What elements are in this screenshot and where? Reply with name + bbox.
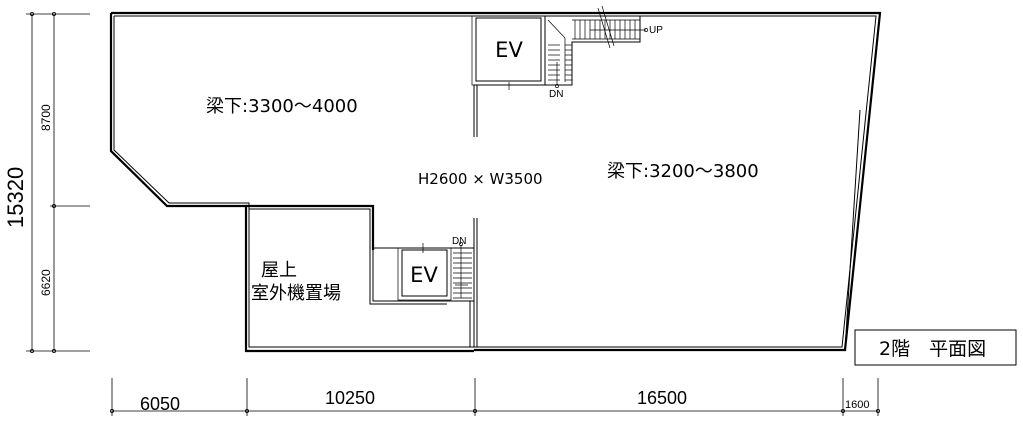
ev-shaft-top [471,15,546,137]
beam-height-right-label: 梁下:3200～3800 [607,161,759,182]
dim-overall-height: 15320 [3,167,28,228]
left-dimension-lines [26,11,90,353]
staircase-top [544,5,648,88]
staircase-bottom [451,242,475,302]
dim-width-6050: 6050 [140,394,180,414]
ev-label-bottom: EV [410,263,438,287]
ev-label-top: EV [495,38,523,62]
rooftop-area-walls [246,204,471,347]
dim-width-10250: 10250 [325,388,375,408]
dim-lower-height: 6620 [39,269,53,296]
dim-width-16500: 16500 [637,388,687,408]
dim-upper-height: 8700 [39,104,53,131]
opening-size-label: H2600 × W3500 [418,170,543,188]
rooftop-label-line1: 屋上 [261,260,297,281]
bottom-dimension-lines [110,378,881,416]
dn-label-top: DN [549,89,563,100]
dn-label-bottom: DN [452,236,466,247]
ev-shaft-bottom [373,218,478,347]
up-label: UP [649,25,663,36]
beam-height-left-label: 梁下:3300～4000 [206,96,358,117]
dim-width-1600: 1600 [845,399,869,411]
drawing-title: 2階 平面図 [879,338,986,360]
title-box [854,329,1017,366]
rooftop-label-line2: 室外機置場 [251,283,341,304]
